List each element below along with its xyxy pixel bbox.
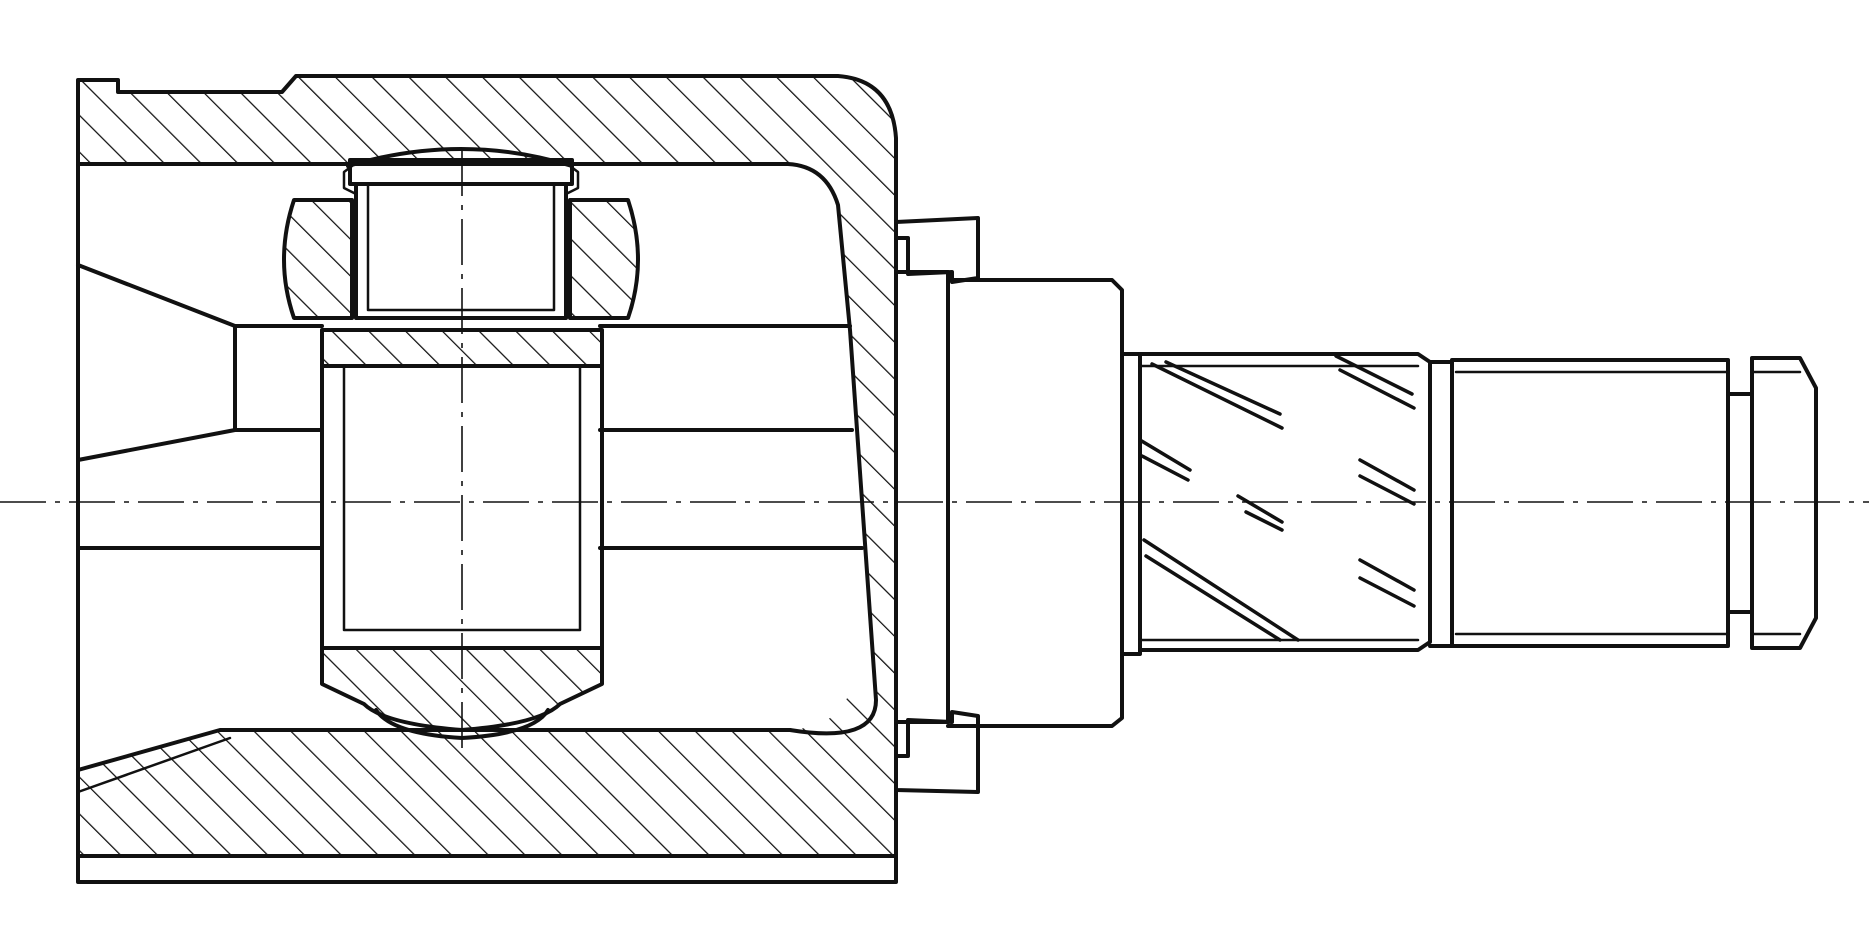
shaft-spline-body xyxy=(1138,352,1432,652)
right-roller-section xyxy=(570,200,638,318)
center-lines xyxy=(0,150,1869,750)
splined-shaft xyxy=(1120,352,1818,656)
shaft-shoulder xyxy=(1120,352,1142,656)
left-roller-section xyxy=(284,200,352,318)
roller-race xyxy=(354,182,568,320)
tripod-roller-assembly xyxy=(282,147,640,740)
seal-flange xyxy=(894,216,1124,794)
flange-hub xyxy=(894,270,950,724)
outer-housing xyxy=(76,74,898,884)
housing-top-wall xyxy=(78,76,896,748)
shaft-end-pilot xyxy=(1750,356,1818,650)
shaft-journal xyxy=(1428,360,1454,648)
